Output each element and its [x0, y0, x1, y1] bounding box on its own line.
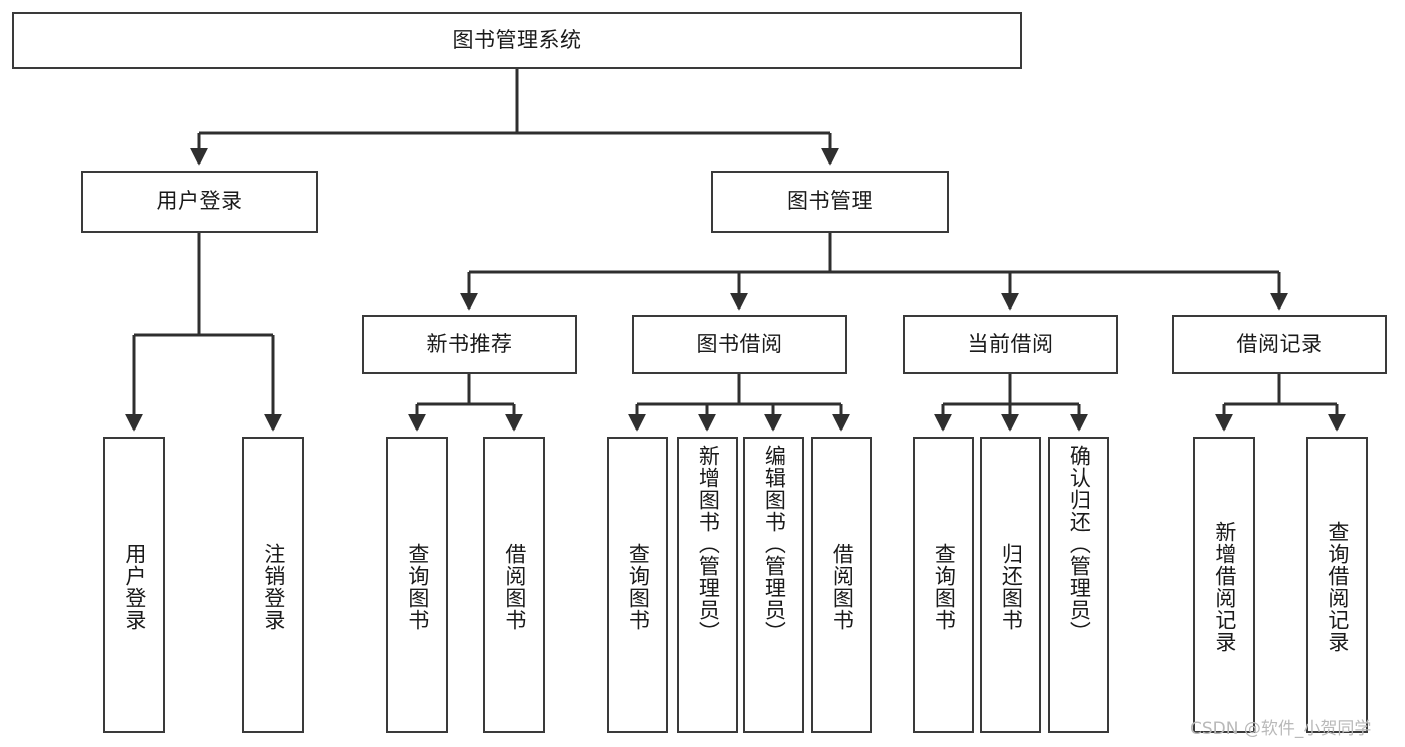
node-label: 归还图书: [999, 543, 1024, 631]
leaf-borrow-record-add[interactable]: 新增借阅记录: [1193, 437, 1255, 733]
node-new-book-recommend[interactable]: 新书推荐: [362, 315, 577, 374]
node-label: 图书管理: [787, 189, 873, 214]
node-label: 图书管理系统: [452, 27, 582, 52]
leaf-new-book-query[interactable]: 查询图书: [386, 437, 448, 733]
watermark: CSDN @软件_小贺同学: [1190, 719, 1372, 739]
leaf-book-borrow-edit[interactable]: 编辑图书（管理员）: [743, 437, 804, 733]
node-label: 借阅图书: [830, 543, 855, 631]
node-borrow-record[interactable]: 借阅记录: [1172, 315, 1387, 374]
node-label: 新增图书（管理员）: [696, 445, 721, 643]
leaf-borrow-record-query[interactable]: 查询借阅记录: [1306, 437, 1368, 733]
node-book-borrow[interactable]: 图书借阅: [632, 315, 847, 374]
node-label: 借阅图书: [502, 543, 527, 631]
leaf-book-borrow-borrow[interactable]: 借阅图书: [811, 437, 872, 733]
node-label: 查询图书: [626, 543, 651, 631]
node-label: 查询图书: [932, 543, 957, 631]
node-book-management[interactable]: 图书管理: [711, 171, 949, 233]
node-label: 编辑图书（管理员）: [762, 445, 787, 643]
node-label: 确认归还（管理员）: [1067, 445, 1092, 643]
node-label: 借阅记录: [1236, 331, 1323, 356]
node-label: 用户登录: [156, 189, 243, 214]
node-label: 新书推荐: [426, 331, 513, 356]
node-label: 图书借阅: [696, 331, 783, 356]
node-user-login[interactable]: 用户登录: [81, 171, 318, 233]
node-label: 当前借阅: [967, 331, 1054, 356]
node-current-borrow[interactable]: 当前借阅: [903, 315, 1118, 374]
node-label: 注销登录: [261, 543, 286, 631]
leaf-user-login-logout[interactable]: 注销登录: [242, 437, 304, 733]
leaf-current-borrow-return[interactable]: 归还图书: [980, 437, 1041, 733]
leaf-book-borrow-query[interactable]: 查询图书: [607, 437, 668, 733]
node-label: 新增借阅记录: [1212, 521, 1237, 653]
leaf-user-login-login[interactable]: 用户登录: [103, 437, 165, 733]
node-label: 查询借阅记录: [1325, 521, 1350, 653]
leaf-current-borrow-query[interactable]: 查询图书: [913, 437, 974, 733]
leaf-book-borrow-add[interactable]: 新增图书（管理员）: [677, 437, 738, 733]
leaf-new-book-borrow[interactable]: 借阅图书: [483, 437, 545, 733]
node-book-management-system[interactable]: 图书管理系统: [12, 12, 1022, 69]
node-label: 查询图书: [405, 543, 430, 631]
node-label: 用户登录: [122, 543, 147, 631]
leaf-current-borrow-confirm-return[interactable]: 确认归还（管理员）: [1048, 437, 1109, 733]
